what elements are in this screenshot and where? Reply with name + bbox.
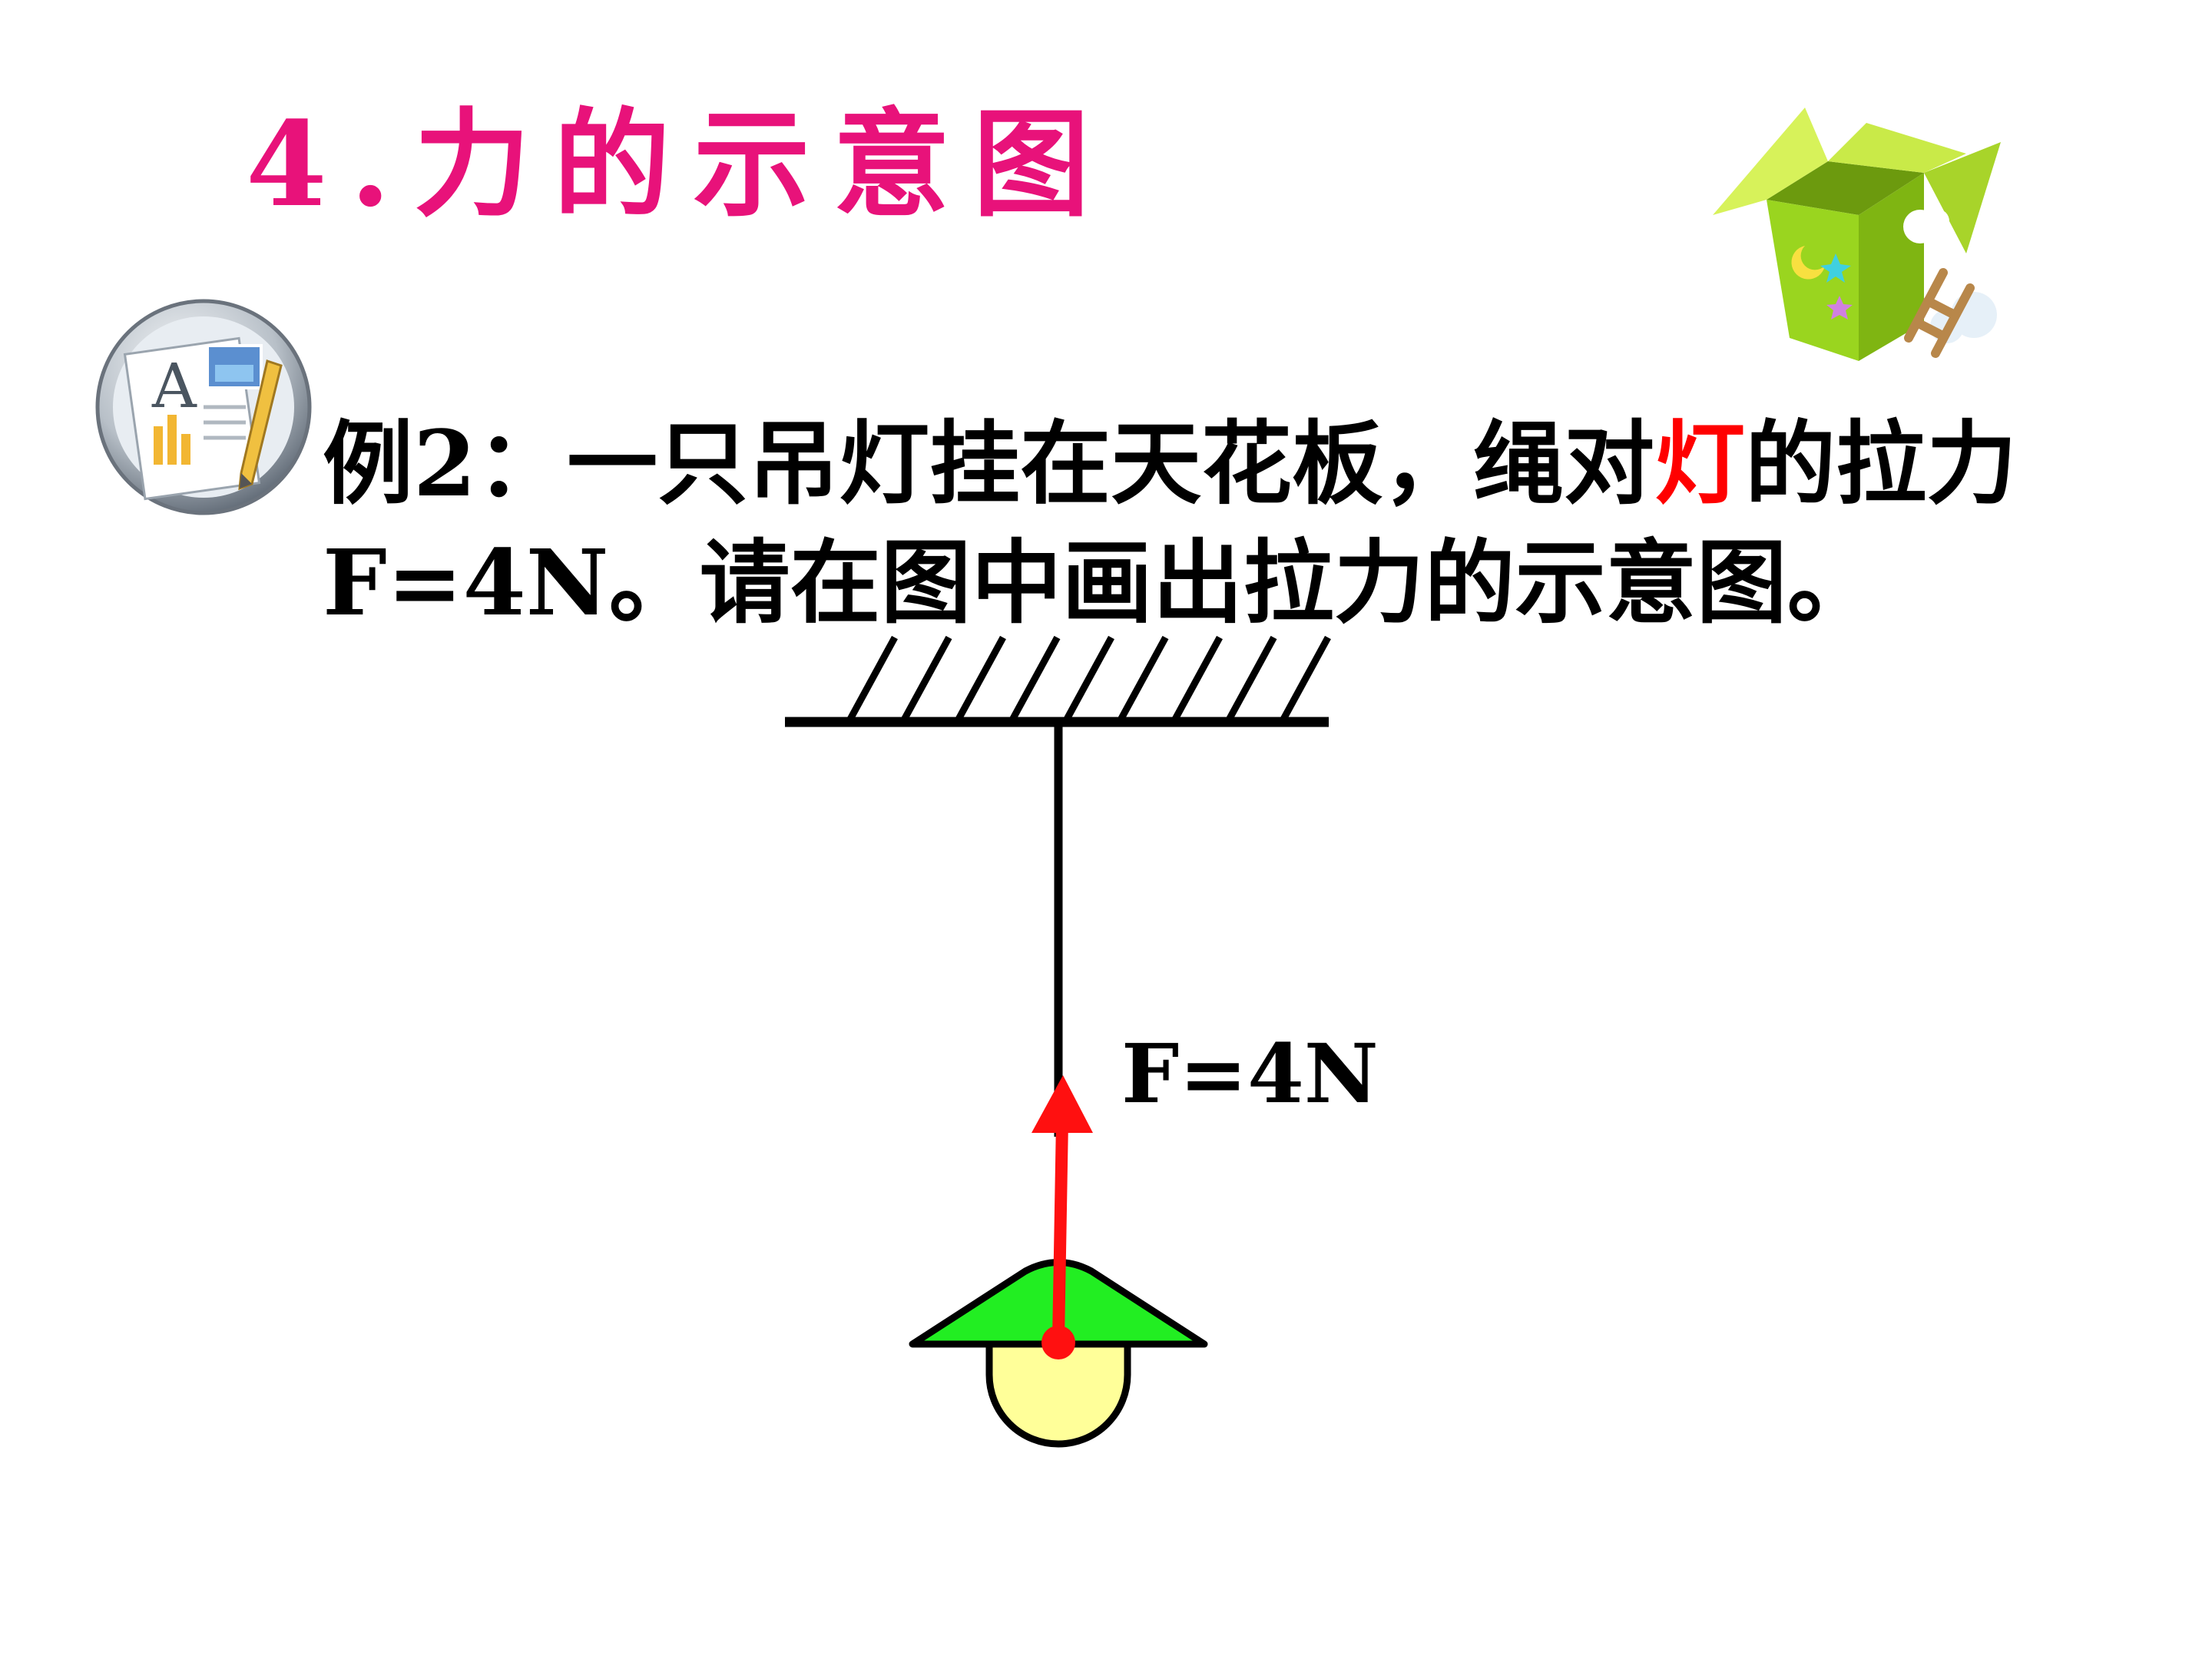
force-arrow-shaft [1052,1121,1068,1341]
ceiling-hatch-mark [954,635,1006,724]
green-gift-box-icon [1713,108,2001,361]
ceiling-hatch-mark [1279,635,1331,724]
question-line-1: 例2：一只吊灯挂在天花板，绳对灯的拉力 [323,419,2017,509]
question-prefix: 例2：一只吊灯挂在天花板，绳对 [323,410,1655,517]
force-arrow-head [1031,1075,1093,1133]
force-application-point [1041,1326,1075,1359]
question-line-2-text: F=4N。请在图中画出拉力的示意图。 [323,529,1878,636]
ceiling-hatch-mark [846,635,898,724]
force-label-text: F=4N [1121,1025,1379,1121]
question-line-2: F=4N。请在图中画出拉力的示意图。 [323,538,1878,628]
lamp-bulb [985,1336,1131,1448]
ceiling-hatch-mark [1116,635,1169,724]
ceiling-hatch-mark [1062,635,1114,724]
ceiling-hatch-mark [1224,635,1277,724]
question-suffix: 的拉力 [1745,410,2018,517]
force-label: F=4N [1121,1033,1379,1114]
ceiling-hatch-mark [1171,635,1223,724]
slide-title: 4.力的示意图 [246,106,1113,223]
ceiling-hatching [846,635,1331,724]
ceiling-hatch-mark [1008,635,1061,724]
document-app-icon: A [95,299,312,515]
question-highlight-word: 灯 [1654,410,1746,517]
slide-title-text: 4.力的示意图 [246,95,1113,233]
ceiling-hatch-mark [899,635,952,724]
svg-text:A: A [151,350,197,422]
